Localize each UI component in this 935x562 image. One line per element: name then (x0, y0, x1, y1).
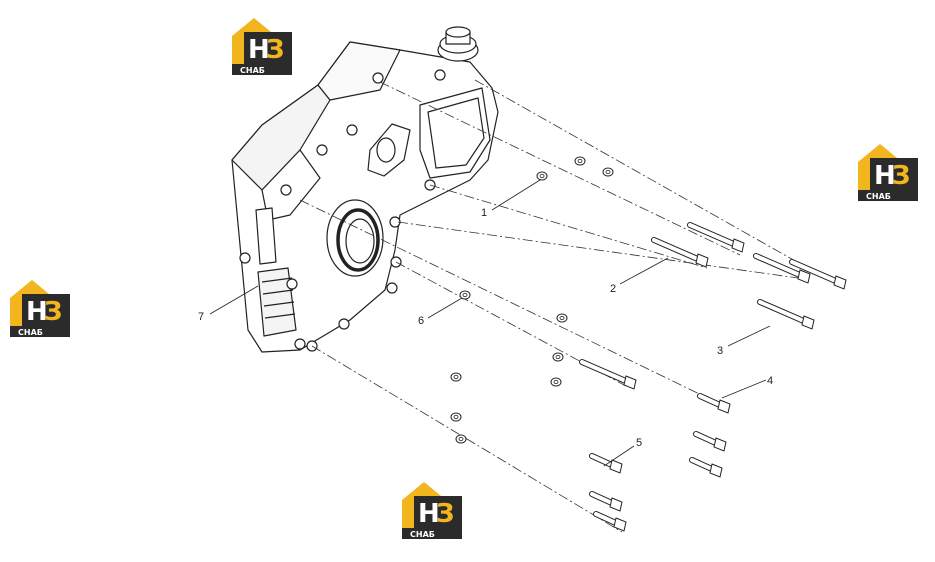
nut-9 (450, 412, 462, 422)
bolt-9 (696, 434, 726, 451)
callout-4: 4 (767, 375, 773, 387)
callout-2: 2 (610, 283, 616, 295)
callout-7: 7 (198, 311, 204, 323)
bolt-8 (592, 456, 622, 473)
watermark-sub-4: СНАБ (410, 530, 435, 539)
bolt-2 (690, 225, 744, 252)
nut-5 (556, 313, 568, 323)
bolt-11 (592, 494, 622, 511)
nut-6 (552, 352, 564, 362)
callout-1: 1 (481, 207, 487, 219)
nuts-group (450, 156, 614, 444)
nut-3 (602, 167, 614, 177)
timing-cover-housing (231, 26, 499, 353)
watermark-sub-3: СНАБ (18, 328, 43, 337)
bolt-5 (760, 302, 814, 329)
watermark-sub-2: СНАБ (866, 192, 891, 201)
bolt-10 (692, 460, 722, 477)
watermark-logo-4: СНАБ (402, 482, 462, 539)
callout-3: 3 (717, 345, 723, 357)
leader-lines (209, 179, 771, 467)
nut-4 (459, 290, 471, 300)
nut-1 (536, 171, 548, 181)
watermark-sub-1: СНАБ (240, 66, 265, 75)
bolt-7 (700, 396, 730, 413)
nut-8 (450, 372, 462, 382)
callouts: 1 2 3 4 5 6 7 (198, 207, 773, 449)
nut-7 (550, 377, 562, 387)
callout-5: 5 (636, 437, 642, 449)
watermark-logo-3: СНАБ (10, 280, 70, 337)
nut-2 (574, 156, 586, 166)
bolt-6 (582, 362, 636, 389)
callout-6: 6 (418, 315, 424, 327)
nut-10 (455, 434, 467, 444)
watermark-logo-1: СНАБ (232, 18, 292, 75)
bolts-group (582, 225, 846, 531)
bolt-12 (596, 514, 626, 531)
watermark-logo-2: СНАБ (858, 144, 918, 201)
bolt-1 (654, 240, 708, 267)
